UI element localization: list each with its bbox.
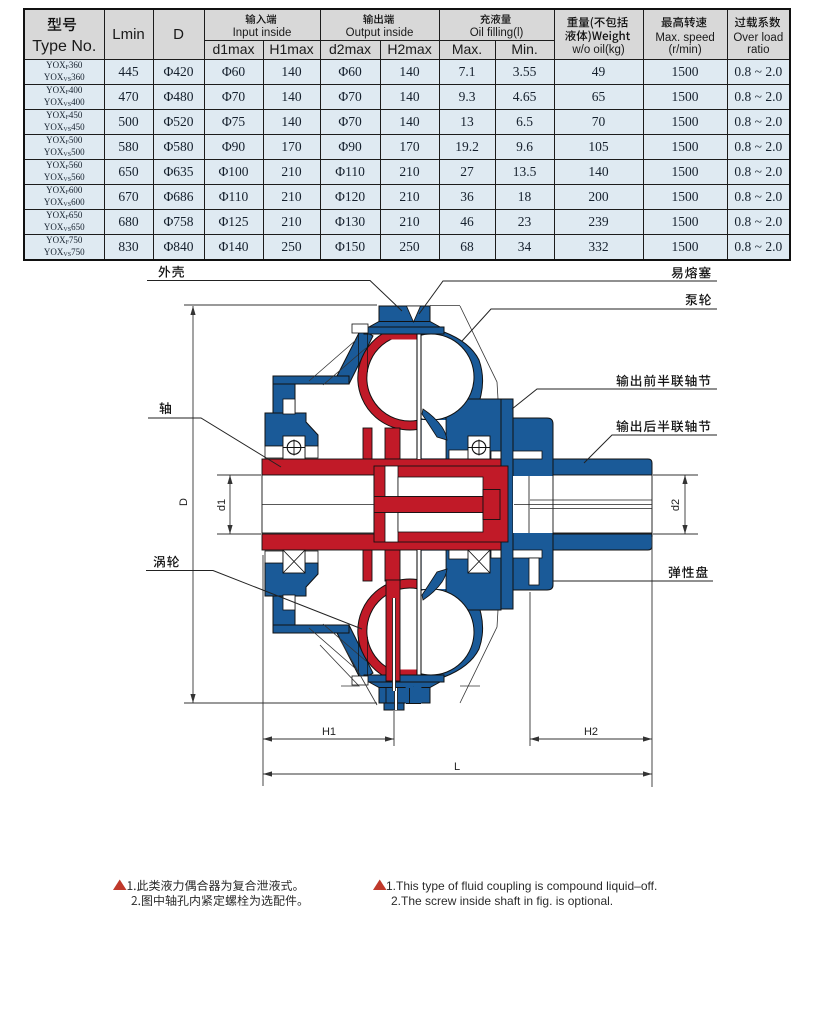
svg-text:d2: d2 (670, 499, 682, 511)
svg-text:d1: d1 (216, 499, 228, 511)
svg-text:L: L (454, 761, 460, 773)
svg-text:D: D (178, 498, 190, 506)
svg-text:H2: H2 (584, 726, 598, 738)
svg-text:H1: H1 (322, 726, 336, 738)
